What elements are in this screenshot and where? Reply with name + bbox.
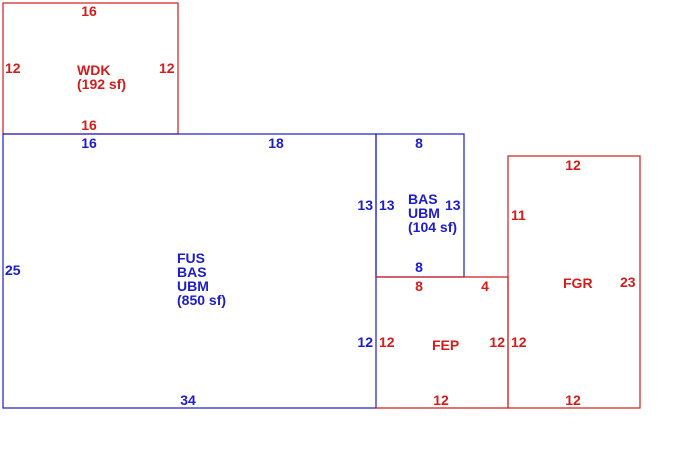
dim-bas-bottom: 8: [415, 259, 423, 275]
dim-bas-right: 13: [445, 197, 461, 213]
dim-fgr-left-upper: 11: [511, 207, 526, 223]
area-label-main: FUS BAS UBM (850 sf): [177, 250, 226, 308]
area-label-wdk: WDK (192 sf): [77, 62, 126, 92]
dim-main-right-lower: 12: [357, 334, 373, 350]
dim-fep-top-left: 8: [415, 278, 423, 294]
dim-fep-bottom: 12: [433, 392, 449, 408]
dim-fgr-left-lower: 12: [511, 334, 527, 350]
dim-main-right-upper: 13: [357, 197, 373, 213]
area-label-bas: BAS UBM (104 sf): [408, 191, 457, 235]
dim-fep-right: 12: [489, 334, 505, 350]
dim-wdk-bottom: 16: [81, 117, 97, 133]
dim-wdk-top: 16: [81, 3, 97, 19]
dim-main-left: 25: [5, 262, 21, 278]
dim-fgr-top: 12: [565, 157, 581, 173]
dim-bas-top: 8: [415, 135, 423, 151]
dim-fep-top-right: 4: [481, 278, 489, 294]
dim-wdk-left: 12: [5, 60, 21, 76]
dim-fgr-bottom: 12: [565, 392, 581, 408]
dim-fgr-right: 23: [620, 274, 636, 290]
dim-main-top-left: 16: [81, 135, 97, 151]
dim-fep-left: 12: [379, 334, 395, 350]
area-label-fep: FEP: [432, 337, 459, 353]
dim-main-bottom: 34: [180, 392, 196, 408]
dim-main-top-right: 18: [268, 135, 284, 151]
dim-wdk-right: 12: [159, 60, 175, 76]
dim-bas-left: 13: [379, 197, 395, 213]
fgr-outline: [507, 155, 641, 409]
area-label-fgr: FGR: [563, 275, 593, 291]
